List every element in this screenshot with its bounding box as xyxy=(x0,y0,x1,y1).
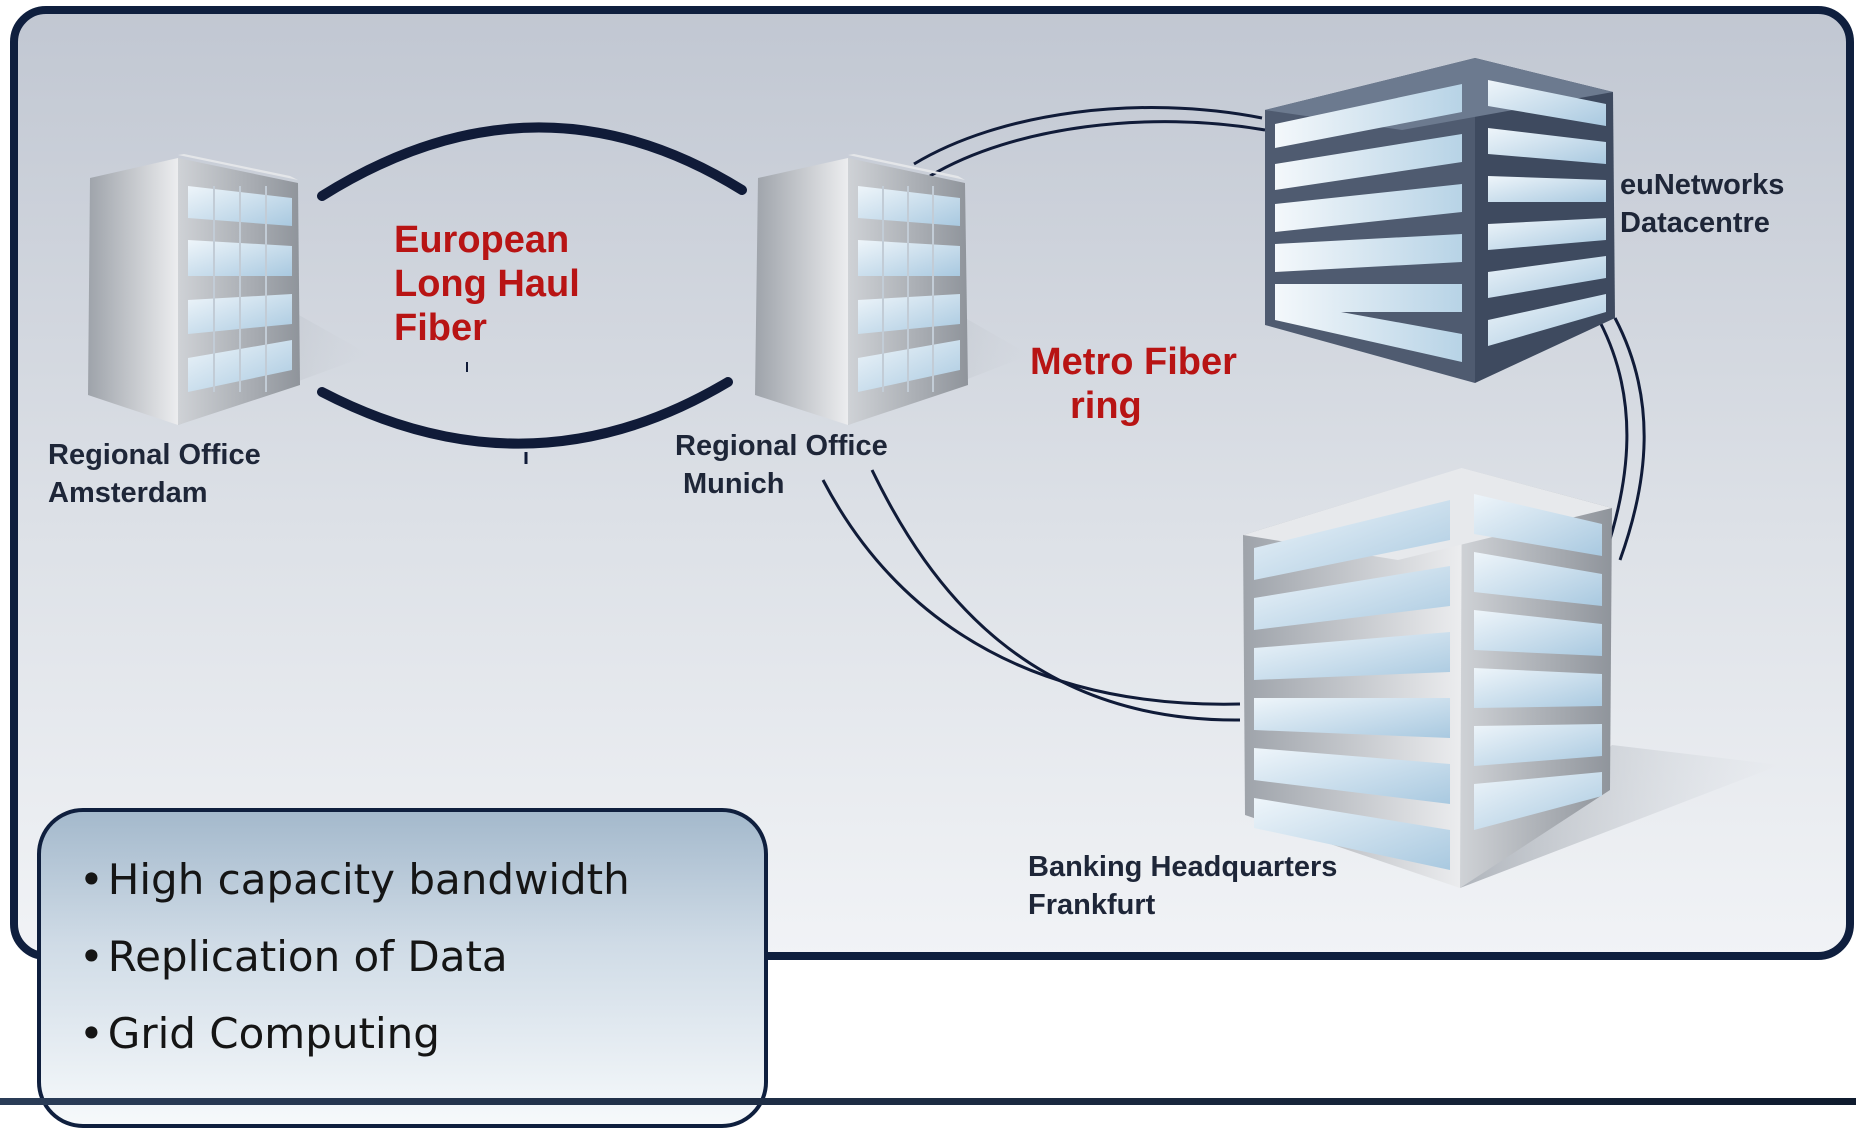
node-label-line2: Datacentre xyxy=(1620,207,1770,239)
node-label-amsterdam: Regional Office Amsterdam xyxy=(48,436,261,512)
benefits-list: High capacity bandwidth Replication of D… xyxy=(79,856,764,1058)
link-label-long-haul: European Long Haul Fiber xyxy=(394,218,580,350)
link-label-line1: European xyxy=(394,219,570,261)
bottom-bar xyxy=(0,1098,1856,1105)
node-label-line1: euNetworks xyxy=(1620,169,1785,201)
node-label-line2: Amsterdam xyxy=(48,477,208,509)
node-label-frankfurt: Banking Headquarters Frankfurt xyxy=(1028,848,1337,924)
long-haul-fiber-arc-bottom xyxy=(317,377,733,449)
metro-fiber-ring xyxy=(821,106,1646,722)
benefit-item: High capacity bandwidth xyxy=(79,856,764,904)
building-amsterdam xyxy=(88,154,370,425)
link-label-line3: Fiber xyxy=(394,307,487,349)
link-label-line2: ring xyxy=(1070,385,1142,427)
node-label-line1: Banking Headquarters xyxy=(1028,851,1338,883)
node-label-munich: Regional Office Munich xyxy=(675,427,888,503)
node-label-line2: Munich xyxy=(683,468,785,500)
node-label-line2: Frankfurt xyxy=(1028,889,1156,921)
link-label-line1: Metro Fiber xyxy=(1030,341,1237,383)
network-diagram xyxy=(10,6,1854,960)
link-label-metro: Metro Fiber ring xyxy=(1030,340,1237,428)
building-frankfurt xyxy=(1243,468,1780,888)
benefits-callout: High capacity bandwidth Replication of D… xyxy=(37,808,768,1128)
benefit-item: Replication of Data xyxy=(79,933,764,981)
building-datacentre xyxy=(1265,58,1615,383)
benefit-item: Grid Computing xyxy=(79,1010,764,1058)
long-haul-fiber-arc-top xyxy=(317,122,747,201)
node-label-line1: Regional Office xyxy=(48,439,261,471)
node-label-datacentre: euNetworks Datacentre xyxy=(1620,166,1784,242)
link-label-line2: Long Haul xyxy=(394,263,580,305)
node-label-line1: Regional Office xyxy=(675,430,888,462)
building-munich xyxy=(755,154,1030,425)
